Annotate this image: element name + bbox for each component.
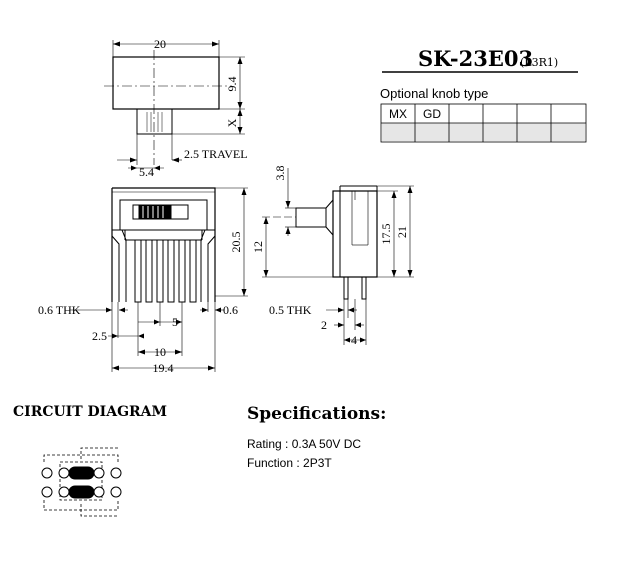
specifications: Specifications: Rating : 0.3A 50V DC Fun… <box>247 404 386 470</box>
knob-table-row-shade <box>382 123 585 141</box>
side-view-knob <box>295 207 327 228</box>
side-view <box>262 168 414 345</box>
circuit-terminal <box>58 467 70 479</box>
dim-label: 17.5 <box>379 224 393 245</box>
knob-table-title: Optional knob type <box>380 86 488 101</box>
dim-label: 20 <box>154 37 166 51</box>
circuit-contact-bar <box>68 466 95 480</box>
pin <box>189 239 197 303</box>
top-view <box>104 40 245 171</box>
pin <box>167 239 175 303</box>
circuit-terminal <box>110 467 122 479</box>
circuit-terminal <box>41 467 53 479</box>
spec-rating: Rating : 0.3A 50V DC <box>247 437 361 451</box>
dim-label: 0.6 THK <box>38 303 81 317</box>
circuit-terminal <box>93 486 105 498</box>
circuit-terminal <box>41 486 53 498</box>
knob-edge <box>325 226 334 236</box>
pin <box>145 239 153 303</box>
circuit-terminal <box>58 486 70 498</box>
dim-label: 5 <box>172 315 178 329</box>
side-view-labels: 3.8 12 17.5 21 0.5 THK 2 4 <box>251 166 409 348</box>
front-view-slider <box>138 205 172 219</box>
dim-label: 0.5 THK <box>269 303 312 317</box>
part-number: SK-23E03 <box>418 46 533 71</box>
circuit-contact-bar <box>68 485 95 499</box>
dim-arrows <box>263 217 269 277</box>
dim-arrows <box>106 307 221 313</box>
spec-function: Function : 2P3T <box>247 456 332 470</box>
circuit-common-box <box>59 461 103 501</box>
dim-label: 9.4 <box>225 77 239 92</box>
dim-label: 10 <box>154 345 166 359</box>
dim-label: X <box>225 118 239 127</box>
dim-arrows <box>338 322 361 328</box>
pin <box>156 239 164 303</box>
side-view-pin <box>343 276 349 300</box>
dim-label: 2 <box>321 318 327 332</box>
dim-arrows <box>131 165 160 171</box>
knob-table-header: MX <box>389 107 407 121</box>
top-view-body <box>112 56 220 110</box>
circuit-link <box>80 447 118 459</box>
front-view <box>70 187 248 372</box>
dim-arrows <box>285 201 291 234</box>
circuit-diagram <box>41 447 122 517</box>
dim-label: 20.5 <box>229 232 243 253</box>
dim-label: 0.6 <box>223 303 238 317</box>
knob-edge <box>325 199 334 209</box>
dim-label: 2.5 <box>92 329 107 343</box>
dim-label: 4 <box>351 333 357 347</box>
dim-arrows <box>130 157 179 163</box>
dim-arrows <box>338 307 354 313</box>
circuit-terminal <box>110 486 122 498</box>
dim-label: 12 <box>251 241 265 253</box>
top-view-labels: 20 9.4 X 2.5 TRAVEL 5.4 <box>139 37 248 179</box>
front-view-labels: 20.5 0.6 THK 0.6 5 2.5 10 19.4 <box>38 232 243 376</box>
part-variant: (L3R1) <box>520 56 558 69</box>
dim-label: 2.5 TRAVEL <box>184 147 248 161</box>
dim-label: 3.8 <box>273 166 287 181</box>
knob-table: Optional knob type MX GD <box>380 86 587 143</box>
title-block: SK-23E03 (L3R1) <box>382 46 578 73</box>
dim-arrows <box>154 319 182 325</box>
side-view-pin <box>361 276 367 300</box>
pin <box>178 239 186 303</box>
circuit-diagram-title: CIRCUIT DIAGRAM <box>13 404 167 420</box>
top-view-knob <box>136 109 173 135</box>
dim-arrows <box>344 337 366 343</box>
knob-table-header: GD <box>423 107 441 121</box>
dim-arrows <box>237 57 243 134</box>
front-view-leg-right <box>200 229 216 302</box>
circuit-link <box>80 504 118 517</box>
pin <box>134 239 142 303</box>
dim-label: 5.4 <box>139 165 154 179</box>
specifications-title: Specifications: <box>247 404 386 424</box>
circuit-terminal <box>93 467 105 479</box>
dim-label: 19.4 <box>153 361 174 375</box>
front-view-leg-left <box>111 229 127 302</box>
dim-label: 21 <box>395 226 409 238</box>
